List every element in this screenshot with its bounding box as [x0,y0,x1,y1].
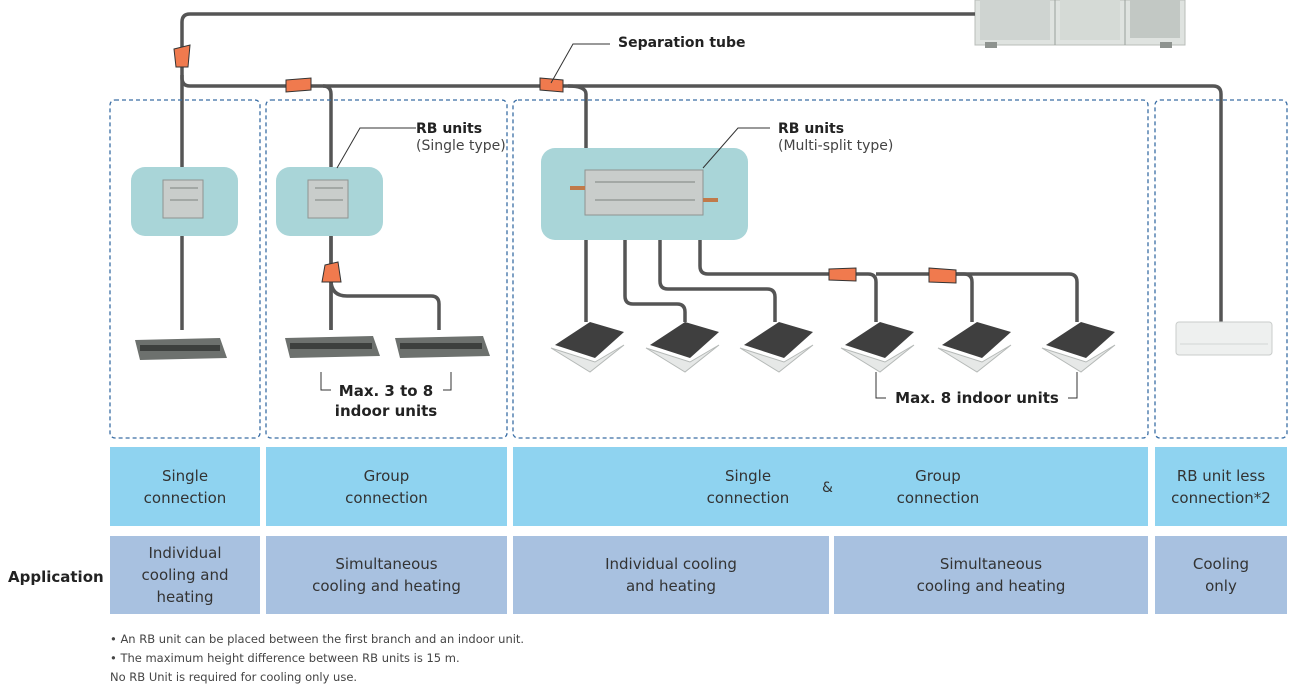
connection-cell-single-sub: Single connection [706,466,790,507]
callout-leaders [336,43,770,169]
connection-cell-group-sub: Group connection [896,466,980,507]
rb-unit-multi [541,148,748,240]
rb-multi-title: RB units [778,121,845,137]
note-3: No RB Unit is required for cooling only … [110,670,358,684]
rb-multi-subtitle: (Multi-split type) [778,138,894,154]
rb-unit-single-2 [276,167,383,236]
indoor-wall-mounted [1175,321,1273,356]
indoor-cassette-2 [645,322,720,373]
refrigerant-pipes [180,12,1223,330]
indoor-cassette-1 [550,322,625,373]
rb-single-subtitle: (Single type) [416,138,506,154]
separation-tubes [173,44,957,284]
application-cell-3a: Individual cooling and heating [513,536,829,614]
footnotes: • An RB unit can be placed between the f… [110,630,524,687]
rb-single-title: RB units [416,121,483,137]
connection-cell-rb-less: RB unit less connection*2 [1155,447,1287,526]
connection-cell-single: Single connection [110,447,260,526]
application-cell-2: Simultaneous cooling and heating [266,536,507,614]
connection-cell-group: Group connection [266,447,507,526]
application-cell-4: Cooling only [1155,536,1287,614]
rb-single-label: RB units (Single type) [416,121,506,155]
connection-cell-single-and-group: Single connection & Group connection [513,447,1148,526]
indoor-ducted-2 [285,336,380,358]
indoor-cassette-4 [840,322,915,373]
application-cell-3b: Simultaneous cooling and heating [834,536,1148,614]
rb-multi-label: RB units (Multi-split type) [778,121,893,155]
max-group-label: Max. 3 to 8 indoor units [334,382,438,420]
note-1: • An RB unit can be placed between the f… [110,632,525,646]
zone-borders [109,99,1288,439]
indoor-ducted-3 [395,336,490,358]
note-2: • The maximum height difference between … [110,651,460,665]
separation-tube-text: Separation tube [618,35,746,51]
rb-unit-single-1 [131,167,238,236]
indoor-cassette-3 [739,322,814,373]
max-multi-label: Max. 8 indoor units [895,389,1059,407]
max-brackets [320,372,1078,399]
outdoor-unit [974,0,1186,48]
indoor-ducted-1 [135,338,227,360]
ampersand: & [822,480,833,496]
indoor-cassette-5 [937,322,1012,373]
indoor-cassette-6 [1041,322,1116,373]
application-cell-1: Individual cooling and heating [110,536,260,614]
application-heading: Application [8,568,104,586]
separation-tube-label: Separation tube [618,35,746,52]
